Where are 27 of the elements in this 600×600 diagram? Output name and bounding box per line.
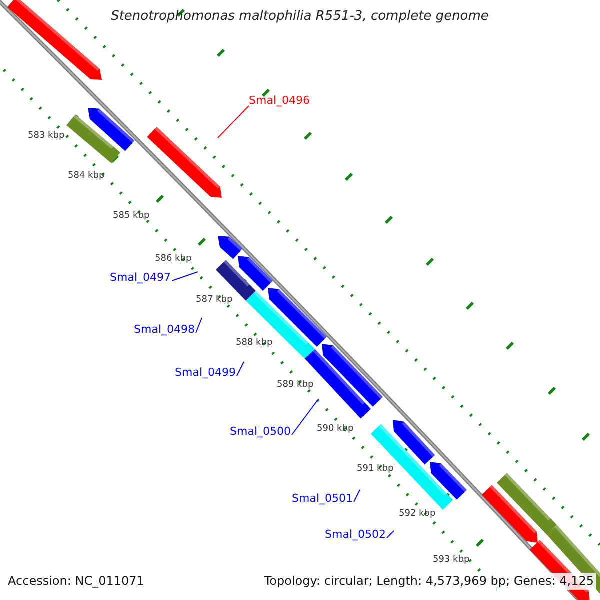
gene-label: Smal_0498: [134, 323, 195, 336]
position-label: 584 kbp: [68, 171, 105, 182]
gene-label: Smal_0500: [230, 425, 291, 438]
position-label: 592 kbp: [399, 509, 436, 520]
position-label: 593 kbp: [433, 555, 470, 566]
position-label: 589 kbp: [277, 380, 314, 391]
gene-label: Smal_0502: [325, 528, 386, 541]
leader-line: [218, 106, 250, 138]
position-label: 590 kbp: [317, 424, 354, 435]
gene-label: Smal_0497: [110, 271, 171, 284]
position-label: 583 kbp: [28, 131, 65, 142]
position-label: 587 kbp: [196, 295, 233, 306]
position-label: 586 kbp: [155, 254, 192, 265]
chart-title: Stenotrophomonas maltophilia R551-3, complete genome: [110, 9, 490, 25]
position-label: 591 kbp: [357, 464, 394, 475]
leader-line: [236, 362, 244, 376]
position-label: 585 kbp: [113, 211, 150, 222]
gene-label: Smal_0496: [249, 94, 310, 107]
leader-line: [354, 490, 360, 502]
position-label: 588 kbp: [236, 338, 273, 349]
gene-label: Smal_0499: [175, 366, 236, 379]
gene-label: Smal_0501: [292, 492, 353, 505]
leader-line: [172, 272, 198, 282]
footer-text: Accession: NC_011071: [6, 573, 146, 590]
leader-line: [386, 530, 394, 538]
leader-line: [292, 400, 318, 436]
leader-line: [196, 318, 202, 334]
